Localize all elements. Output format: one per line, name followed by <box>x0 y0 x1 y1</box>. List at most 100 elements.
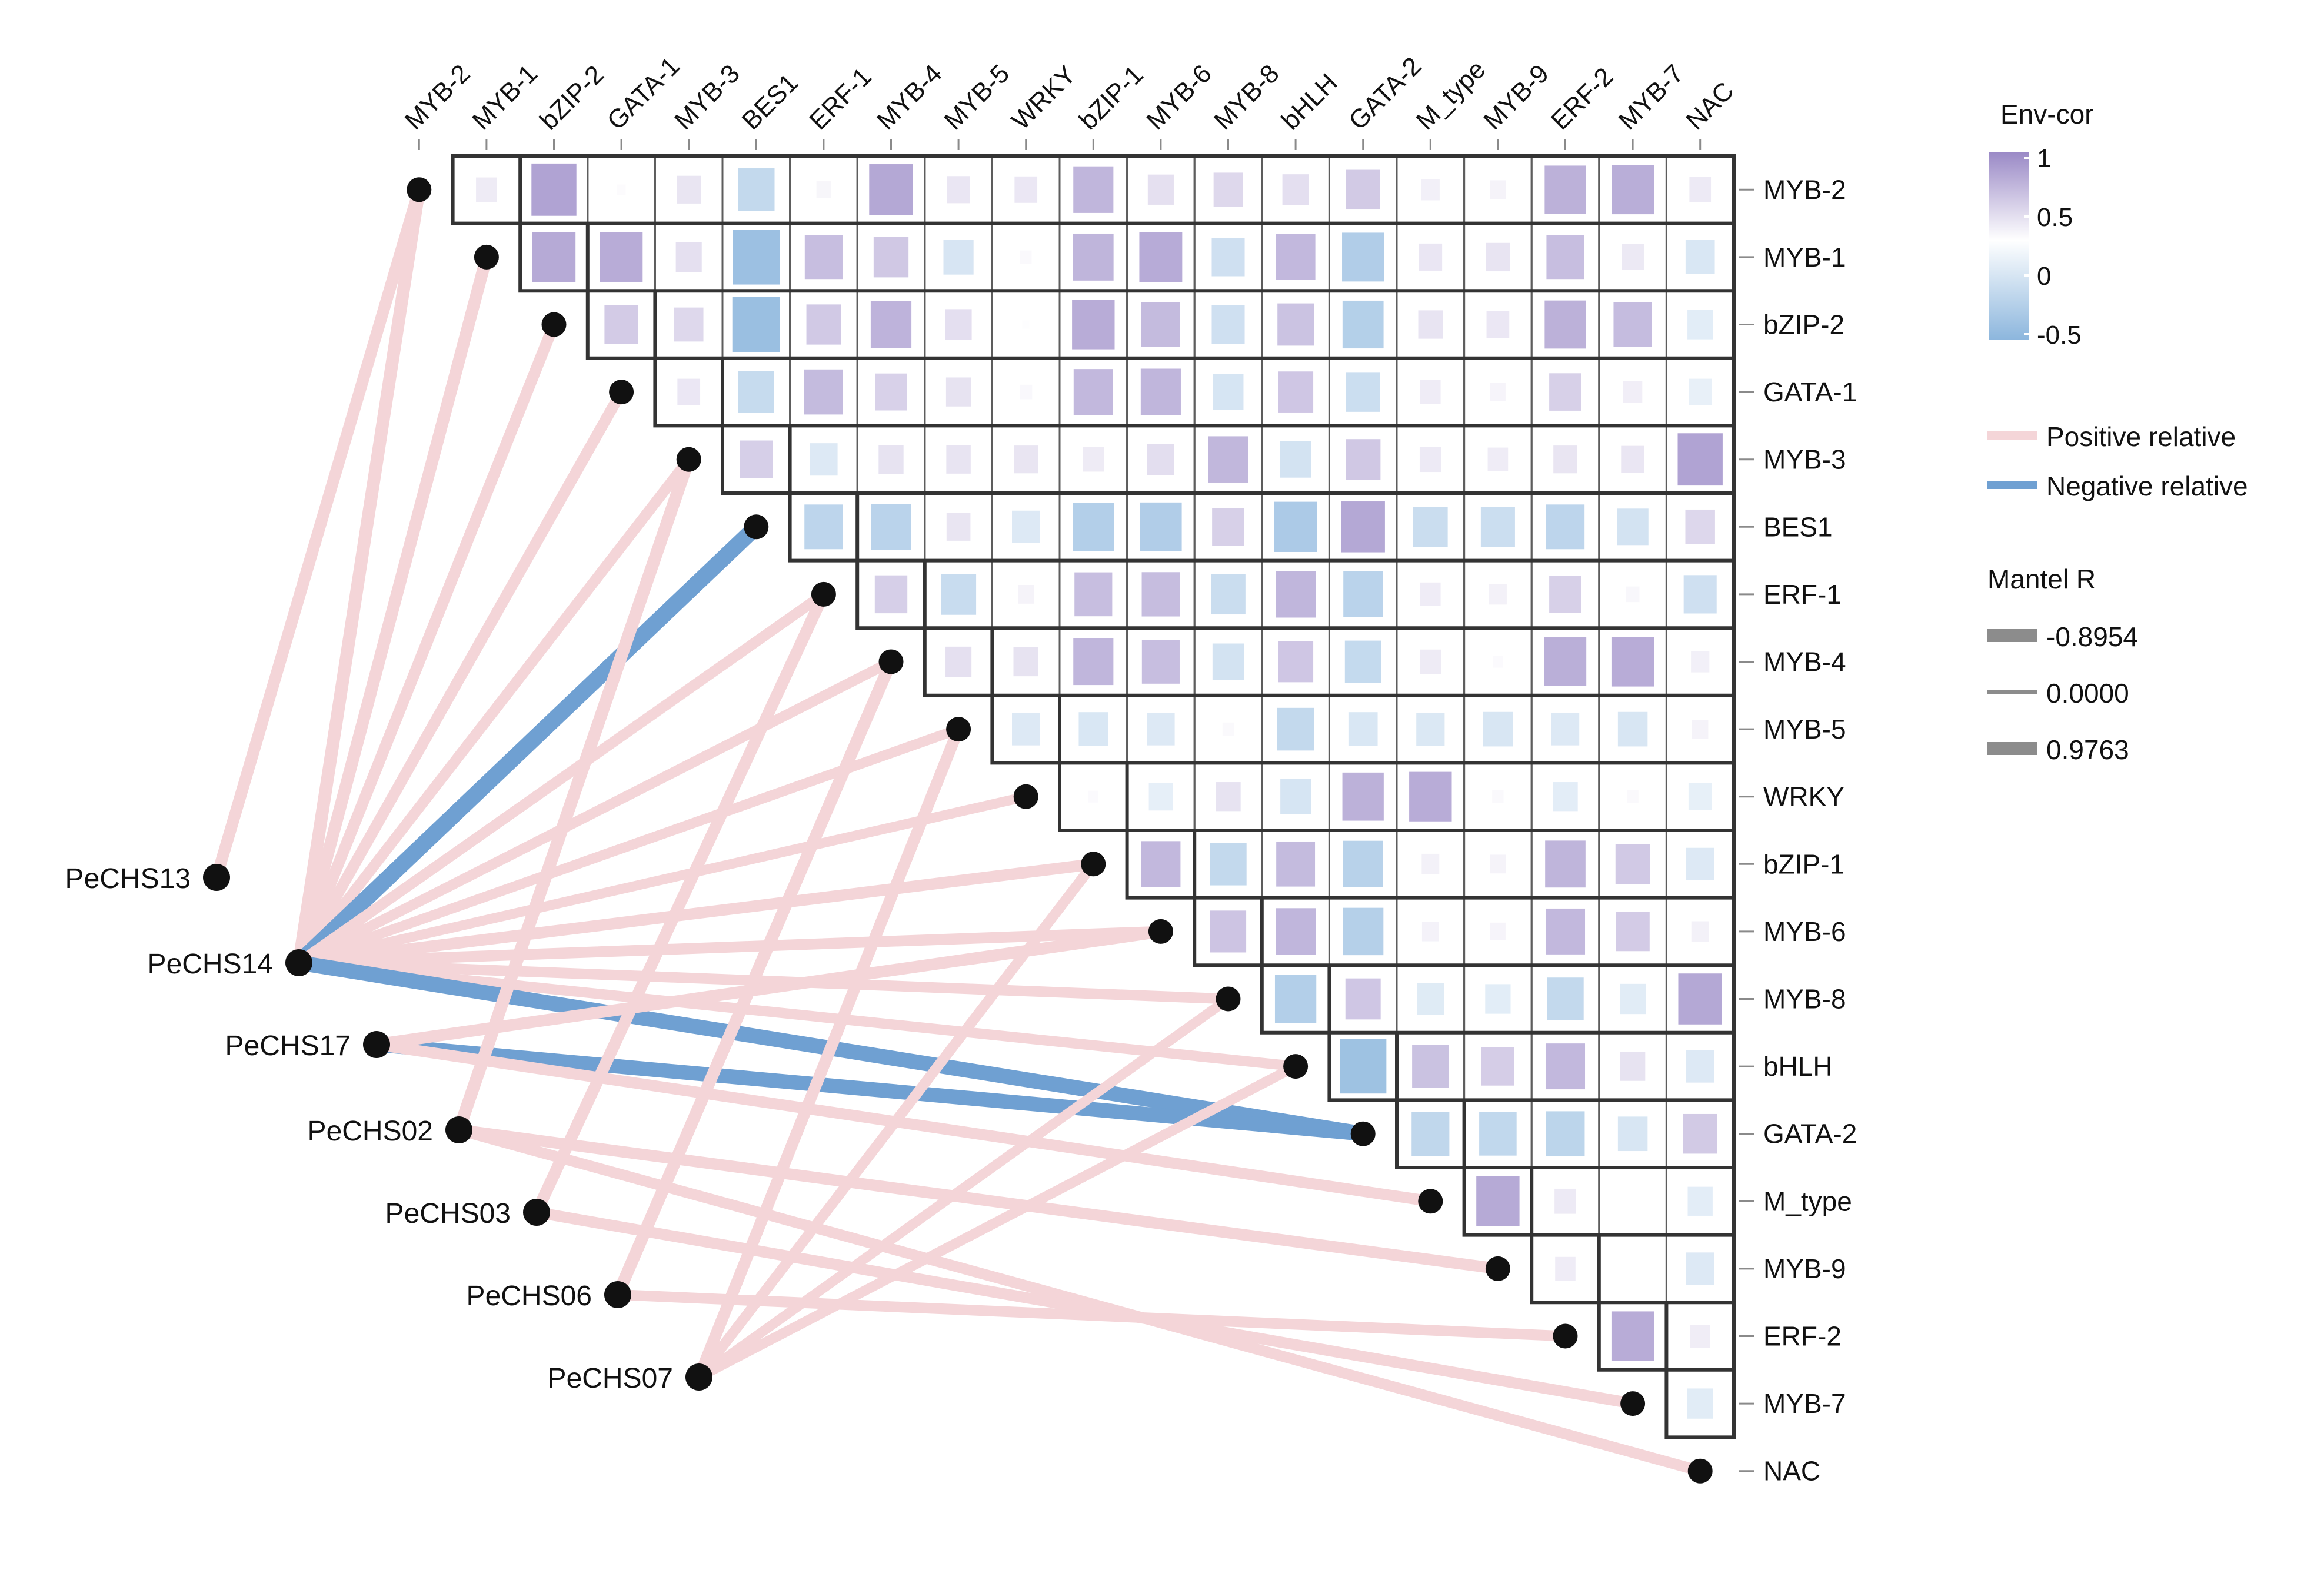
mantel-edge[interactable] <box>530 588 830 1219</box>
envcor-tick-label: 0.5 <box>2037 203 2073 232</box>
mantel-edge[interactable] <box>293 858 1100 969</box>
matrix-cell[interactable] <box>1598 1234 1667 1303</box>
diagonal-node[interactable] <box>1687 1458 1713 1484</box>
mantel-edge[interactable] <box>293 926 1167 969</box>
gene-node[interactable] <box>363 1031 390 1058</box>
row-label: M_type <box>1763 1186 1852 1216</box>
diagonal-node[interactable] <box>474 244 499 270</box>
row-label: MYB-2 <box>1763 174 1846 205</box>
mantel-edge[interactable] <box>293 588 829 969</box>
matrix-cell-glyph <box>1620 983 1646 1015</box>
diagonal-node[interactable] <box>1216 986 1241 1012</box>
matrix-cell-glyph <box>1073 166 1114 213</box>
row-label: MYB-6 <box>1763 916 1846 947</box>
mantel-edge[interactable] <box>293 318 560 969</box>
mantel-edge[interactable] <box>694 994 1233 1382</box>
matrix-cell-glyph <box>1490 180 1506 199</box>
diagonal-node[interactable] <box>609 380 634 405</box>
diagonal-node[interactable] <box>541 312 567 337</box>
mantel-edge[interactable] <box>294 792 1031 968</box>
matrix-cell-glyph <box>1348 712 1378 746</box>
mantel-edge[interactable] <box>612 1289 1571 1342</box>
relation-legend-label: Positive relative <box>2046 421 2236 452</box>
matrix-cell-glyph <box>1280 441 1311 478</box>
matrix-cell-glyph <box>873 237 909 278</box>
matrix-cell-glyph <box>1617 711 1648 747</box>
diagonal-node[interactable] <box>946 717 971 742</box>
row-label: bZIP-2 <box>1763 310 1844 340</box>
mantel-edge[interactable] <box>453 1124 1504 1275</box>
matrix-cell-glyph <box>1213 172 1243 207</box>
matrix-cell-glyph <box>1274 975 1317 1023</box>
mantel-edge[interactable] <box>531 1206 1639 1409</box>
mantel-edge[interactable] <box>293 386 627 969</box>
matrix-cell-glyph <box>1622 244 1644 270</box>
column-label: NAC <box>1680 77 1739 135</box>
matrix-cell-glyph <box>1683 1113 1717 1154</box>
matrix-cell-glyph <box>1551 713 1580 746</box>
mantel-edge[interactable] <box>292 251 493 969</box>
diagonal-node[interactable] <box>1013 784 1038 809</box>
column-label: bHLH <box>1276 68 1343 135</box>
row-label: MYB-9 <box>1763 1253 1846 1284</box>
diagonal-node[interactable] <box>1418 1189 1443 1214</box>
matrix-cell-glyph <box>1342 300 1384 349</box>
matrix-cell-glyph <box>1686 1252 1714 1285</box>
column-label: MYB-8 <box>1208 59 1285 135</box>
matrix-cell-glyph <box>677 175 701 204</box>
gene-node[interactable] <box>203 864 230 891</box>
diagonal-node[interactable] <box>1148 919 1173 944</box>
matrix-cell-glyph <box>1690 1325 1710 1348</box>
mantel-edge[interactable] <box>694 859 1099 1382</box>
matrix-cell-glyph <box>1341 501 1385 553</box>
diagonal-node[interactable] <box>878 649 904 674</box>
diagonal-node[interactable] <box>811 581 836 607</box>
envcor-colorbar[interactable] <box>1989 152 2029 340</box>
matrix-cell-glyph <box>871 504 911 550</box>
mantel-edge[interactable] <box>210 184 425 884</box>
matrix-cell-glyph <box>816 181 831 198</box>
matrix-cell-glyph <box>1345 978 1381 1020</box>
gene-node-label: PeCHS03 <box>385 1198 511 1229</box>
gene-node[interactable] <box>445 1116 472 1143</box>
matrix-cell-glyph <box>1346 439 1381 480</box>
gene-node[interactable] <box>523 1199 550 1226</box>
matrix-cell-glyph <box>1020 250 1032 264</box>
gene-node[interactable] <box>604 1281 631 1308</box>
matrix-cell-glyph <box>1487 447 1509 471</box>
matrix-cell-glyph <box>1485 984 1511 1014</box>
diagonal-node[interactable] <box>1485 1256 1510 1281</box>
matrix-cell-glyph <box>1617 508 1649 546</box>
mantel-edge[interactable] <box>294 656 897 968</box>
diagonal-node[interactable] <box>744 514 769 540</box>
diagonal-node[interactable] <box>1553 1323 1578 1349</box>
matrix-cell-glyph <box>1544 165 1586 214</box>
mantel-edge[interactable] <box>693 723 965 1383</box>
gene-node[interactable] <box>285 949 312 976</box>
diagonal-node[interactable] <box>1081 852 1106 877</box>
row-label: MYB-3 <box>1763 444 1846 475</box>
mantel-edge[interactable] <box>611 656 897 1301</box>
mantel-edge[interactable] <box>452 453 695 1136</box>
matrix-cell-glyph <box>1554 1188 1576 1214</box>
matrix-cell-glyph <box>1012 510 1040 543</box>
mantel-edge[interactable] <box>294 724 964 968</box>
matrix-cell-glyph <box>1216 782 1241 812</box>
matrix-cell-glyph <box>1553 782 1578 812</box>
matrix-cell-glyph <box>1141 302 1180 347</box>
mantel-edge[interactable] <box>292 183 426 969</box>
mantel-edge[interactable] <box>371 1039 1436 1207</box>
diagonal-node[interactable] <box>1620 1391 1646 1416</box>
diagonal-node[interactable] <box>407 177 432 202</box>
mantel-edge[interactable] <box>294 957 1301 1072</box>
diagonal-node[interactable] <box>676 447 701 472</box>
mantel-edge[interactable] <box>294 957 1234 1005</box>
gene-node[interactable] <box>685 1363 712 1391</box>
diagonal-node[interactable] <box>1350 1121 1376 1146</box>
mantel-edge[interactable] <box>293 454 694 969</box>
matrix-cell-glyph <box>1490 922 1506 940</box>
mantel-edge[interactable] <box>694 1061 1301 1382</box>
mantel-edge[interactable] <box>291 518 765 971</box>
matrix-cell[interactable] <box>1598 1166 1667 1236</box>
diagonal-node[interactable] <box>1283 1054 1309 1079</box>
